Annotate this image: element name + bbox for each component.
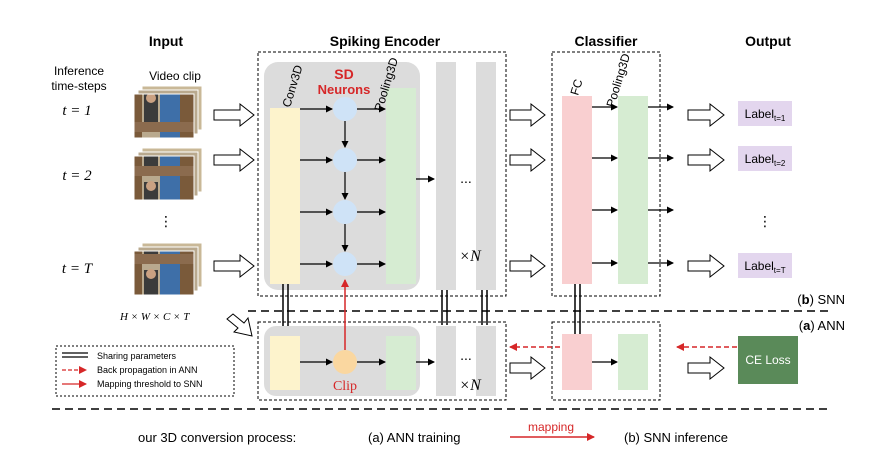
process-mapping-label: mapping — [528, 420, 574, 434]
header-classifier: Classifier — [574, 33, 638, 49]
ann-clip-node — [333, 350, 357, 374]
output-label-T-box — [738, 253, 792, 278]
snn-neuron-4 — [333, 252, 357, 276]
video-frames-t1 — [133, 85, 203, 139]
snn-neurons-label-1: SD — [334, 66, 353, 82]
snn-neuron-1 — [333, 97, 357, 121]
ce-loss-label: CE Loss — [745, 353, 790, 367]
snn-neuron-3 — [333, 200, 357, 224]
process-training: (a) ANN training — [368, 430, 460, 445]
snn-repeat-n: ×N — [459, 248, 482, 265]
timestep-label-T: t = T — [62, 261, 94, 277]
frames-ellipsis: ⋮ — [159, 213, 173, 229]
ann-pooling3d-block — [386, 336, 416, 390]
ann-encoder-dots: ... — [460, 347, 472, 363]
output-label-2: Labelt=2 — [745, 152, 786, 168]
ann-layer-gray-1 — [436, 326, 456, 396]
ann-repeat-n: ×N — [459, 377, 482, 394]
legend-mapping-threshold: Mapping threshold to SNN — [97, 379, 203, 389]
snn-encoder-output-arrows — [509, 102, 546, 279]
snn-fc-block — [562, 96, 592, 284]
snn-neuron-2 — [333, 148, 357, 172]
timestep-label-2: t = 2 — [62, 168, 92, 184]
snn-classifier-pool-block — [618, 96, 648, 284]
process-lead: our 3D conversion process: — [138, 430, 296, 445]
input-to-ann-arrow — [226, 313, 253, 337]
output-label-2-box — [738, 146, 792, 171]
output-ellipsis: ⋮ — [758, 213, 772, 229]
legend-sharing-parameters: Sharing parameters — [97, 351, 177, 361]
ann-layer-gray-2 — [476, 326, 496, 396]
ann-classifier-pool-block — [618, 334, 648, 390]
snn-classifier-arrows — [592, 103, 674, 267]
snn-classifier-box — [551, 51, 661, 297]
header-encoder: Spiking Encoder — [330, 33, 441, 49]
header-input: Input — [149, 33, 184, 49]
ce-loss-box — [738, 336, 798, 384]
inference-label-line1: Inference — [54, 64, 104, 78]
input-dims-label: H × W × C × T — [119, 311, 190, 323]
ann-encoder-output-arrow — [509, 355, 546, 381]
ann-clip-label: Clip — [333, 379, 357, 394]
ann-classifier-box — [551, 321, 661, 401]
snn-fc-label: FC — [567, 77, 585, 97]
video-clip-label: Video clip — [149, 69, 201, 83]
legend-back-propagation: Back propagation in ANN — [97, 365, 198, 375]
output-label-1: Labelt=1 — [745, 107, 786, 123]
section-snn-label: (b) SNN — [797, 292, 845, 307]
header-output: Output — [745, 33, 791, 49]
video-frames-t2 — [133, 147, 203, 201]
snn-neurons — [333, 97, 357, 276]
snn-encoder-arrows — [300, 105, 435, 268]
inference-label-line2: time-steps — [51, 79, 106, 93]
legend-box — [55, 345, 235, 397]
snn-classifier-output-arrows — [687, 102, 725, 279]
snn-conv3d-block — [270, 108, 300, 284]
snn-layer-gray-2 — [476, 62, 496, 290]
output-label-T: Labelt=T — [744, 259, 785, 275]
ann-conv3d-block — [270, 336, 300, 390]
snn-encoder-dots: ... — [460, 170, 472, 186]
output-label-1-box — [738, 101, 792, 126]
snn-encoder-box — [257, 51, 507, 297]
ann-encoder-box — [257, 321, 507, 401]
ann-fc-block — [562, 334, 592, 390]
video-frames-tT — [133, 242, 203, 296]
timestep-label-1: t = 1 — [62, 103, 91, 119]
snn-neurons-label-2: Neurons — [318, 82, 371, 97]
legend-sharing-swatch — [62, 352, 88, 358]
process-inference: (b) SNN inference — [624, 430, 728, 445]
snn-pooling3d-block — [386, 88, 416, 284]
input-arrows — [213, 102, 255, 279]
snn-encoder-inner — [264, 62, 420, 290]
section-ann-label: (a) ANN — [799, 318, 845, 333]
ann-classifier-output-arrow — [687, 355, 725, 381]
snn-layer-gray-1 — [436, 62, 456, 290]
